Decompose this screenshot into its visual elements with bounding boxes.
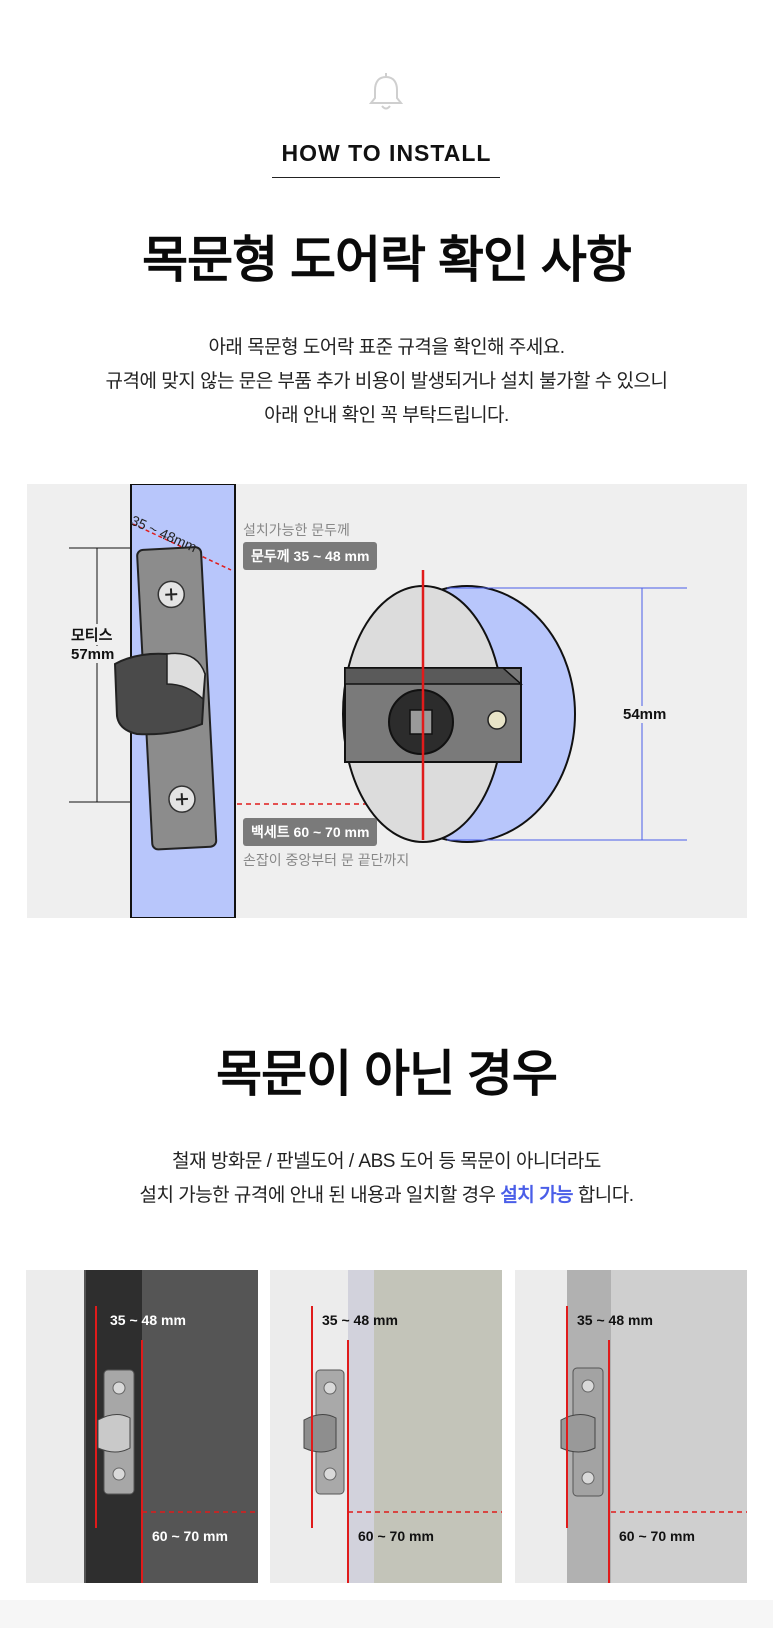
photo-thickness-label: 35 ~ 48 mm bbox=[577, 1312, 653, 1328]
photo-abs-door: 35 ~ 48 mm 60 ~ 70 mm bbox=[515, 1270, 747, 1583]
backset-badge: 백세트 60 ~ 70 mm bbox=[243, 818, 378, 846]
section2-title: 목문이 아닌 경우 bbox=[216, 1046, 558, 1102]
page-title: 목문형 도어락 확인 사항 bbox=[142, 232, 632, 288]
section-subtitle: HOW TO INSTALL bbox=[281, 140, 492, 166]
intro-line-3: 아래 안내 확인 꼭 부탁드립니다. bbox=[264, 405, 509, 426]
photo-steel-door: 35 ~ 48 mm 60 ~ 70 mm bbox=[26, 1270, 258, 1583]
door-thickness-caption: 설치가능한 문두께 bbox=[243, 522, 350, 538]
intro-line-2: 규격에 맞지 않는 문은 부품 추가 비용이 발생되거나 설치 불가할 수 있으… bbox=[105, 371, 668, 392]
photo-backset-label: 60 ~ 70 mm bbox=[358, 1528, 434, 1544]
backset-caption: 손잡이 중앙부터 문 끝단까지 bbox=[243, 852, 410, 868]
bell-icon bbox=[368, 73, 404, 110]
photo-backset-label: 60 ~ 70 mm bbox=[152, 1528, 228, 1544]
bore-hole-size-label: 54mm bbox=[621, 706, 669, 723]
door-thickness-badge: 문두께 35 ~ 48 mm bbox=[243, 542, 378, 570]
install-possible-highlight: 설치 가능 bbox=[500, 1185, 574, 1206]
mortise-label: 모티스 bbox=[71, 624, 113, 645]
subtitle-underline bbox=[272, 177, 500, 178]
bottom-edge bbox=[0, 1600, 773, 1628]
photo-panel-door: 35 ~ 48 mm 60 ~ 70 mm bbox=[270, 1270, 502, 1583]
photo-thickness-label: 35 ~ 48 mm bbox=[110, 1312, 186, 1328]
photo-backset-label: 60 ~ 70 mm bbox=[619, 1528, 695, 1544]
intro-line-1: 아래 목문형 도어락 표준 규격을 확인해 주세요. bbox=[208, 337, 565, 358]
mortise-size-label: 57mm bbox=[71, 646, 115, 663]
section2-line-1: 철재 방화문 / 판넬도어 / ABS 도어 등 목문이 아니더라도 bbox=[172, 1151, 601, 1172]
section2-line-2: 설치 가능한 규격에 안내 된 내용과 일치할 경우 설치 가능 합니다. bbox=[139, 1185, 634, 1206]
install-diagram: 35 ~ 48mm 모티스 57mm 설치가능한 문두께 문두께 35 ~ 48… bbox=[27, 484, 747, 918]
photo-thickness-label: 35 ~ 48 mm bbox=[322, 1312, 398, 1328]
